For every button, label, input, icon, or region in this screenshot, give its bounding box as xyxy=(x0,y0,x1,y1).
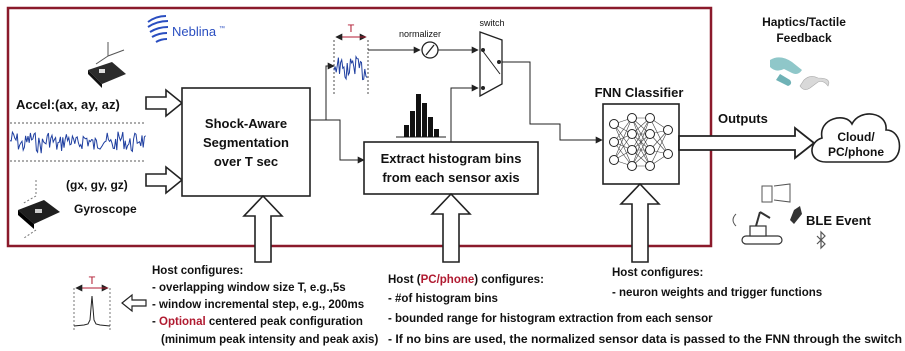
system-frame xyxy=(6,6,713,248)
gyroscope-label: Gyroscope xyxy=(74,202,137,216)
gyro-to-segmentation-arrow xyxy=(145,165,184,195)
nn-neuron xyxy=(663,125,673,135)
outputs-arrow: Outputs xyxy=(678,111,816,160)
host1-optional-word: Optional xyxy=(159,316,206,328)
host1-config-arrow xyxy=(242,194,284,263)
switch-label: switch xyxy=(479,18,504,28)
host1-optional-dash: - xyxy=(152,316,159,328)
robot-icon xyxy=(732,206,802,245)
host2-item: - bounded range for histogram extraction… xyxy=(388,313,713,325)
neblina-logo-icon: Neblina ™ xyxy=(147,15,225,43)
host1-item: - overlapping window size T, e.g.,5s xyxy=(152,282,346,294)
nn-connection xyxy=(649,117,669,155)
bluetooth-icon xyxy=(816,230,826,250)
host2-config-arrow xyxy=(430,192,472,263)
cloud-line2: PC/phone xyxy=(828,145,884,159)
nn-neuron xyxy=(645,161,655,171)
nn-connection xyxy=(613,117,633,161)
host1-optional-rest: centered peak configuration xyxy=(206,316,363,328)
neblina-brand: Neblina xyxy=(172,24,217,39)
host1-title: Host configures: xyxy=(152,265,243,277)
nn-neuron xyxy=(627,129,637,139)
nn-neuron xyxy=(627,145,637,155)
normalizer-icon: normalizer xyxy=(399,29,441,59)
hands-icon xyxy=(770,57,830,90)
gyro-label: (gx, gy, gz) xyxy=(66,178,128,192)
host2-prefix: Host ( xyxy=(388,274,421,286)
ble-event-label: BLE Event xyxy=(806,213,872,228)
nn-connection xyxy=(631,117,651,151)
peak-t-label: T xyxy=(89,275,96,287)
host2-title: Host (PC/phone) configures: xyxy=(388,274,544,286)
segmentation-line1: Shock-Aware xyxy=(205,116,287,131)
switch-icon: switch xyxy=(479,18,505,98)
haptics-line2: Feedback xyxy=(776,31,832,45)
host1-optional-line2: (minimum peak intensity and peak axis) xyxy=(161,334,378,346)
nn-connection xyxy=(613,123,633,151)
neblina-tm: ™ xyxy=(219,25,225,32)
host1-optional-line: - Optional centered peak configuration xyxy=(152,316,363,328)
haptics-line1: Haptics/Tactile xyxy=(762,15,846,29)
nn-neuron xyxy=(645,129,655,139)
segmentation-line3: over T sec xyxy=(214,154,278,169)
nn-connection xyxy=(613,133,633,161)
nn-neuron xyxy=(663,149,673,159)
accel-signal xyxy=(9,122,146,162)
nn-neuron xyxy=(609,137,619,147)
host2-item: - If no bins are used, the normalized se… xyxy=(388,334,902,346)
histogram-line2: from each sensor axis xyxy=(382,170,519,185)
nn-neuron xyxy=(609,119,619,129)
nn-connection xyxy=(631,117,651,167)
nn-neuron xyxy=(609,155,619,165)
host2-config-text: Host (PC/phone) configures: - #of histog… xyxy=(388,274,902,346)
histogram-box: Extract histogram bins from each sensor … xyxy=(363,141,539,195)
door-icon xyxy=(761,183,791,203)
window-t-label: T xyxy=(348,23,355,35)
nn-neuron xyxy=(645,113,655,123)
host3-item: - neuron weights and trigger functions xyxy=(612,287,822,299)
host2-item: - #of histogram bins xyxy=(388,293,498,305)
nn-neuron xyxy=(627,161,637,171)
nn-neuron xyxy=(627,113,637,123)
host2-suffix: ) configures: xyxy=(474,274,544,286)
histogram-line1: Extract histogram bins xyxy=(381,151,522,166)
signal-connectors xyxy=(310,46,603,164)
host1-config-text: Host configures: - overlapping window si… xyxy=(152,265,378,346)
segmentation-line2: Segmentation xyxy=(203,135,289,150)
accel-label: Accel:(ax, ay, az) xyxy=(16,97,120,112)
outputs-label: Outputs xyxy=(718,111,768,126)
nn-connection xyxy=(613,123,633,167)
host3-config-arrow xyxy=(619,182,661,263)
gyroscope-chip-icon xyxy=(18,180,60,239)
fnn-classifier: FNN Classifier xyxy=(595,85,684,185)
normalizer-label: normalizer xyxy=(399,29,441,39)
peak-waveform-icon: T xyxy=(73,275,111,330)
window-signal: T xyxy=(333,23,369,94)
accelerometer-icon xyxy=(88,42,126,88)
cloud-icon: Cloud/ PC/phone xyxy=(811,113,901,163)
host3-config-text: Host configures: - neuron weights and tr… xyxy=(612,267,822,299)
histogram-icon xyxy=(396,94,446,138)
nn-neuron xyxy=(645,145,655,155)
accel-to-segmentation-arrow xyxy=(145,88,184,118)
host2-highlight: PC/phone xyxy=(421,274,475,286)
nn-connection xyxy=(649,129,669,167)
fnn-title: FNN Classifier xyxy=(595,85,684,100)
neural-network-icon xyxy=(609,113,673,171)
host3-title: Host configures: xyxy=(612,267,703,279)
segmentation-box: Shock-Aware Segmentation over T sec xyxy=(181,87,311,197)
nn-connection xyxy=(631,133,651,167)
peak-pointer-arrow xyxy=(121,293,147,313)
host1-item: - window incremental step, e.g., 200ms xyxy=(152,299,364,311)
cloud-line1: Cloud/ xyxy=(837,130,875,144)
